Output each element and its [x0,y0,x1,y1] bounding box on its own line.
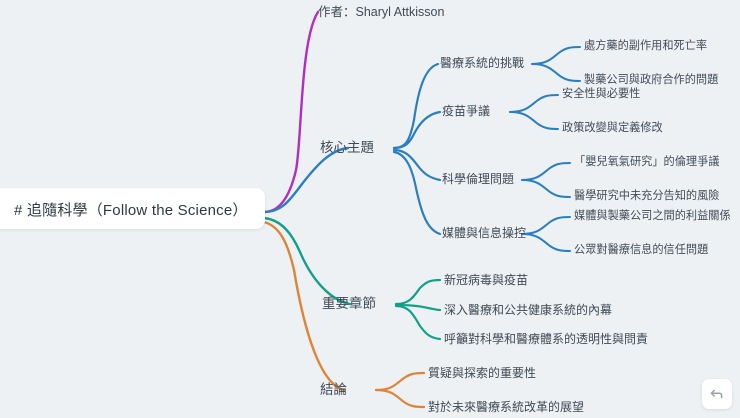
edge-vaccine-c1 [509,94,559,113]
edge-challenges-c1 [531,46,581,65]
node-core-themes[interactable]: 核心主題 [320,140,374,155]
edge-root-key-chapters [262,216,352,306]
node-future-reform-outlook[interactable]: 對於未來醫療系統改革的展望 [428,400,585,414]
node-uninformed-risk[interactable]: 醫學研究中未充分告知的風險 [574,190,720,202]
node-conclusion[interactable]: 結論 [320,382,347,397]
node-policy-definition-change[interactable]: 政策改變與定義修改 [562,122,663,134]
node-key-chapters[interactable]: 重要章節 [322,296,376,311]
node-transparency-accountability[interactable]: 呼籲對科學和醫療體系的透明性與問責 [444,332,649,346]
edge-core-to-media [392,150,442,236]
edge-vaccine-c2 [509,111,559,130]
node-public-trust[interactable]: 公眾對醫療信息的信任問題 [574,244,709,256]
edge-chapters-c3 [394,304,442,341]
edge-root-author [262,10,320,214]
edge-chapters-c1 [394,278,442,306]
edge-chapters-c2 [394,303,442,312]
root-node[interactable]: # 追隨科學（Follow the Science） [0,188,265,229]
node-medical-system-challenges[interactable]: 醫療系統的挑戰 [440,56,525,70]
edge-conclusion-c1 [374,371,426,392]
node-health-system-inside[interactable]: 深入醫療和公共健康系統的內幕 [444,303,613,317]
node-safety-necessity[interactable]: 安全性與必要性 [562,88,641,100]
edge-core-to-ethics [392,148,442,182]
node-author[interactable]: 作者：Sharyl Attkisson [318,5,445,19]
edge-root-core-themes [262,146,350,214]
node-importance-of-questioning[interactable]: 質疑與探索的重要性 [428,366,537,380]
edge-media-c1 [521,216,571,235]
node-media-pharma-interest[interactable]: 媒體與製藥公司之間的利益關係 [574,210,731,222]
node-infant-oxygen-study[interactable]: 「嬰兒氧氣研究」的倫理爭議 [574,156,720,168]
undo-button[interactable] [702,379,732,409]
edge-ethics-c2 [521,179,571,198]
edge-media-c2 [521,233,571,252]
node-pharma-government[interactable]: 製藥公司與政府合作的問題 [584,74,719,86]
edge-conclusion-c2 [374,388,426,409]
node-drug-side-effects[interactable]: 處方藥的副作用和死亡率 [584,40,708,52]
node-science-ethics[interactable]: 科學倫理問題 [442,172,515,186]
edge-core-to-vaccine [392,110,442,150]
node-vaccine-controversy[interactable]: 疫苗爭議 [442,104,491,118]
node-covid-vaccine[interactable]: 新冠病毒與疫苗 [444,273,529,287]
edge-core-to-challenges [392,62,440,150]
root-node-label: # 追隨科學（Follow the Science） [14,202,248,219]
undo-arrow-icon [709,386,725,402]
node-media-manipulation[interactable]: 媒體與信息操控 [442,226,527,240]
edge-challenges-c2 [531,63,581,82]
edge-ethics-c1 [521,162,571,181]
